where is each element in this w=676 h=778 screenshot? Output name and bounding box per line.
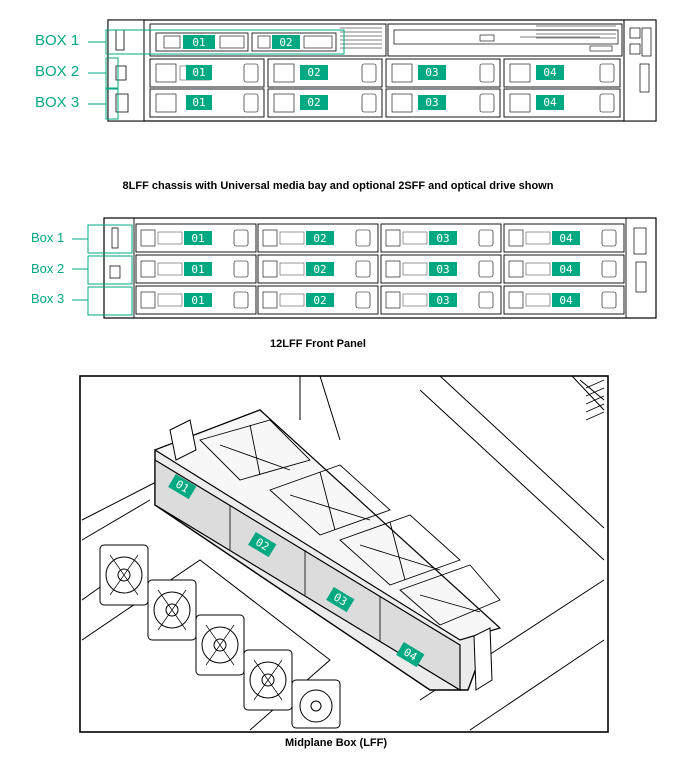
lff-12-grid: 01 02 03 04 01 02 03 04 01 02 03 04 xyxy=(135,223,625,315)
lff-8-r1-d3-label: 03 xyxy=(425,66,438,79)
lff-12-r2-d3: 03 xyxy=(380,254,502,284)
lff-8-r1-d2: 02 xyxy=(267,58,383,88)
callout-lines-8lff xyxy=(88,29,345,120)
callout-8lff-box-2: BOX 2 xyxy=(35,63,80,80)
lff-8-r1-d1-label: 01 xyxy=(192,66,205,79)
callout-12lff-box-1: Box 1 xyxy=(31,230,65,245)
lff-12-r1-d3: 03 xyxy=(380,223,502,253)
sff-top-1-label: 01 xyxy=(192,36,205,49)
callout-lines-12lff xyxy=(72,224,133,316)
lff-12-r3-d4: 04 xyxy=(503,285,625,315)
lff-12-r3-d2-label: 02 xyxy=(313,294,326,307)
lff-8-row-2: 01 02 03 04 xyxy=(149,88,621,118)
sff-drive-top-2: 02 xyxy=(251,32,337,52)
lff-8-r1-d3: 03 xyxy=(385,58,501,88)
lff-12-r1-d4: 04 xyxy=(503,223,625,253)
lff-12-r2-d2-label: 02 xyxy=(313,263,326,276)
lff-8-r1-d2-label: 02 xyxy=(307,66,320,79)
lff-8-r2-d4: 04 xyxy=(503,88,621,118)
caption-midplane: Midplane Box (LFF) xyxy=(284,737,388,749)
lff-12-r3-d3-label: 03 xyxy=(436,294,449,307)
lff-12-r3-d3: 03 xyxy=(380,285,502,315)
lff-12-r2-d1: 01 xyxy=(135,254,257,284)
midplane-drive-2: 02 xyxy=(248,531,277,558)
lff-8-r1-d4: 04 xyxy=(503,58,621,88)
lff-12-r3-d4-label: 04 xyxy=(559,294,573,307)
lff-12-r2-d2: 02 xyxy=(257,254,379,284)
midplane-drive-3: 03 xyxy=(326,586,355,613)
lff-12-r3-d2: 02 xyxy=(257,285,379,315)
lff-12-r2-d4: 04 xyxy=(503,254,625,284)
midplane-drive-1-label: 01 xyxy=(173,478,191,496)
lff-8-r2-d1-label: 01 xyxy=(192,96,205,109)
lff-8-r2-d2-label: 02 xyxy=(307,96,320,109)
lff-12-r3-d1: 01 xyxy=(135,285,257,315)
lff-8-r2-d4-label: 04 xyxy=(543,96,557,109)
lff-8-r1-d1: 01 xyxy=(149,58,265,88)
callout-8lff-box-1: BOX 1 xyxy=(35,32,80,49)
lff-8-r2-d3-label: 03 xyxy=(425,96,438,109)
lff-8-r2-d3: 03 xyxy=(385,88,501,118)
lff-8-r1-d4-label: 04 xyxy=(543,66,557,79)
callout-12lff-box-2: Box 2 xyxy=(31,261,65,276)
midplane-drive-1: 01 xyxy=(168,473,197,500)
lff-12-r1-d2-label: 02 xyxy=(313,232,326,245)
callout-12lff-box-3: Box 3 xyxy=(31,291,65,306)
midplane-drive-3-label: 03 xyxy=(331,591,349,609)
lff-12-r1-d4-label: 04 xyxy=(559,232,573,245)
midplane-drive-4-label: 04 xyxy=(401,646,419,664)
lff-12-r1-d3-label: 03 xyxy=(436,232,449,245)
sff-top-2-label: 02 xyxy=(279,36,292,49)
lff-12-r2-d4-label: 04 xyxy=(559,263,573,276)
midplane-drive-2-label: 02 xyxy=(253,536,271,554)
caption-12lff: 12LFF Front Panel xyxy=(270,338,366,350)
sff-drive-top-1: 01 xyxy=(155,32,249,52)
midplane-illustration: 01 02 03 04 xyxy=(79,375,609,733)
lff-12-r2-d1-label: 01 xyxy=(191,263,204,276)
lff-12-r1-d2: 02 xyxy=(257,223,379,253)
lff-12-r1-d1: 01 xyxy=(135,223,257,253)
callout-8lff-box-3: BOX 3 xyxy=(35,94,80,111)
lff-12-r2-d3-label: 03 xyxy=(436,263,449,276)
midplane-drive-4: 04 xyxy=(396,641,425,668)
lff-12-r1-d1-label: 01 xyxy=(191,232,204,245)
lff-8-row-1: 01 02 03 04 xyxy=(149,58,621,88)
caption-8lff: 8LFF chassis with Universal media bay an… xyxy=(122,180,554,192)
lff-8-r2-d1: 01 xyxy=(149,88,265,118)
lff-8-r2-d2: 02 xyxy=(267,88,383,118)
lff-12-r3-d1-label: 01 xyxy=(191,294,204,307)
